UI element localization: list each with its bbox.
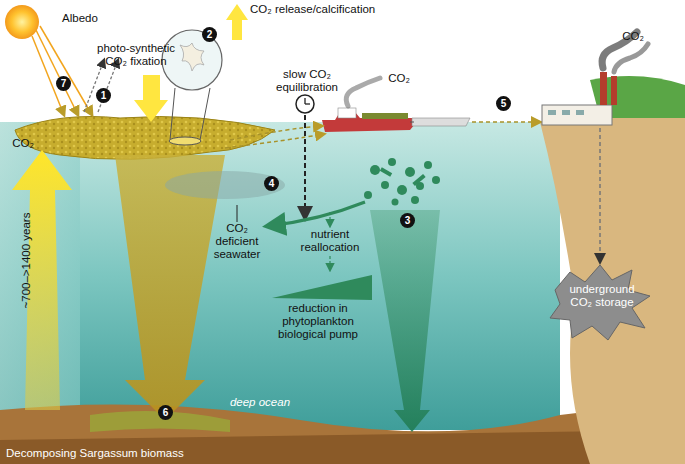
callout-number: 1 <box>96 88 111 103</box>
callout-number: 2 <box>202 27 217 42</box>
callout-number: 4 <box>264 176 279 191</box>
diagram-label: photo-synthetic CO₂ fixation <box>96 42 176 68</box>
callout-number: 7 <box>56 76 71 91</box>
diagram-label: CO₂ deficient seawater <box>205 222 269 261</box>
diagram-label: nutrient reallocation <box>290 228 370 254</box>
diagram-label: ~700–>1400 years <box>20 196 33 326</box>
diagram-label: underground CO₂ storage <box>562 283 642 309</box>
diagram-label: CO₂ <box>618 30 648 43</box>
diagram-label: CO₂ release/calcification <box>250 3 400 16</box>
callout-number: 5 <box>496 96 511 111</box>
diagram-label: Albedo <box>58 12 102 25</box>
callout-number: 3 <box>400 213 415 228</box>
diagram-label: reduction in phytoplankton biological pu… <box>258 302 378 341</box>
diagram-label: deep ocean <box>220 396 300 409</box>
diagram-label: slow CO₂ equilibration <box>262 68 352 94</box>
diagram-label: CO₂ <box>384 72 414 85</box>
diagram-label: CO₂ <box>8 137 38 150</box>
diagram-label: Decomposing Sargassum biomass <box>6 447 226 460</box>
callout-number: 6 <box>158 405 173 420</box>
